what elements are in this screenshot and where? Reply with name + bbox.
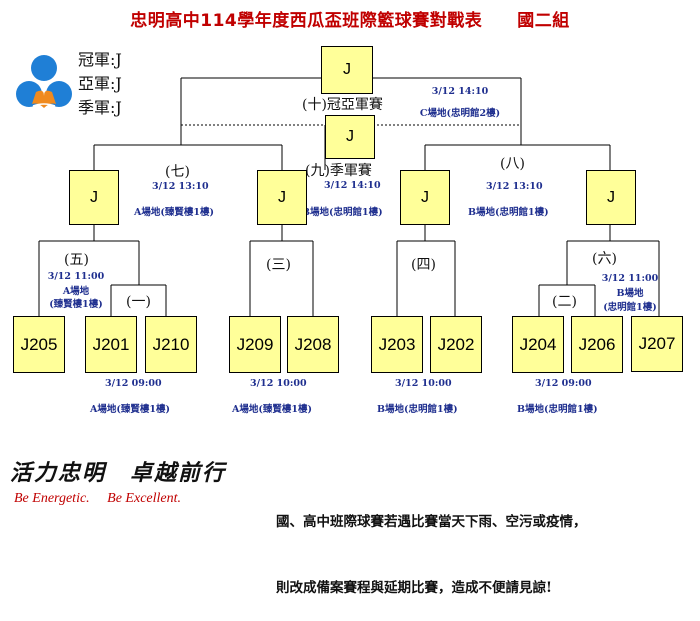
- runner-up-label: 亞軍:J: [78, 74, 122, 93]
- team-box: J208: [287, 316, 339, 373]
- schedule-time-4: 3/12 09:00: [535, 378, 592, 389]
- schedule-time-1: 3/12 09:00: [105, 378, 162, 389]
- semi-label-8: (八): [500, 156, 525, 172]
- champion-label: 冠軍:J: [78, 50, 122, 69]
- winner-box-4: J: [400, 170, 450, 225]
- rain-notice: 國、高中班際球賽若遇比賽當天下雨、空污或疫情， 則改成備案賽程與延期比賽，造成不…: [276, 467, 587, 621]
- final-winner-box: J: [321, 46, 373, 94]
- semi-7-time: 3/12 13:10: [152, 181, 209, 192]
- team-box: J204: [512, 316, 564, 373]
- team-box: J202: [430, 316, 482, 373]
- team-box: J207: [631, 316, 683, 372]
- team-box: J201: [85, 316, 137, 373]
- semi-8-venue: B場地(忠明館1樓): [468, 207, 549, 218]
- school-motto-english: Be Energetic. Be Excellent.: [14, 491, 182, 506]
- round-6-venue-line1: B場地: [616, 288, 644, 299]
- round-5-venue-line1: A場地: [62, 286, 90, 297]
- round-label-6: (六): [592, 251, 617, 267]
- third-place-label-bracket: (九)季軍賽: [305, 163, 372, 179]
- final-label: (十)冠亞軍賽: [302, 97, 383, 113]
- round-label-3: (三): [266, 257, 291, 273]
- schedule-venue-2: A場地(臻賢樓1樓): [232, 404, 312, 415]
- third-place-winner-box: J: [325, 115, 375, 159]
- round-label-5: (五): [64, 252, 89, 268]
- round-label-4: (四): [411, 257, 436, 273]
- schedule-venue-3: B場地(忠明館1樓): [377, 404, 458, 415]
- third-place-venue: B場地(忠明館1樓): [302, 207, 383, 218]
- round-label-2: (二): [552, 291, 577, 311]
- third-place-time: 3/12 14:10: [324, 180, 381, 191]
- round-label-1: (一): [126, 291, 151, 311]
- page-title: 忠明高中114學年度西瓜盃班際籃球賽對戰表 國二組: [130, 11, 570, 31]
- round-6-time: 3/12 11:00: [601, 273, 659, 284]
- schedule-time-3: 3/12 10:00: [395, 378, 452, 389]
- schedule-venue-4: B場地(忠明館1樓): [517, 404, 598, 415]
- school-motto: 活力忠明 卓越前行: [10, 460, 227, 486]
- schedule-venue-1: A場地(臻賢樓1樓): [90, 404, 170, 415]
- team-box: J209: [229, 316, 281, 373]
- winner-box-5: J: [69, 170, 119, 225]
- round-6-venue-line2: (忠明館1樓): [603, 302, 657, 313]
- winner-box-6: J: [586, 170, 636, 225]
- semi-label-7: (七): [165, 164, 190, 180]
- team-box: J205: [13, 316, 65, 373]
- schedule-time-2: 3/12 10:00: [250, 378, 307, 389]
- final-time: 3/12 14:10: [431, 86, 489, 97]
- third-place-label: 季軍:J: [78, 98, 122, 117]
- round-5-time: 3/12 11:00: [47, 271, 105, 282]
- winner-box-3: J: [257, 170, 307, 225]
- semi-8-time: 3/12 13:10: [486, 181, 543, 192]
- round-5-venue-line2: (臻賢樓1樓): [49, 299, 103, 310]
- notice-line-1: 國、高中班際球賽若遇比賽當天下雨、空污或疫情，: [276, 514, 587, 530]
- final-venue: C場地(忠明館2樓): [419, 108, 501, 119]
- team-box: J203: [371, 316, 423, 373]
- notice-line-2: 則改成備案賽程與延期比賽，造成不便請見諒!: [276, 580, 552, 596]
- semi-7-venue: A場地(臻賢樓1樓): [134, 207, 214, 218]
- school-logo-icon: [16, 55, 72, 108]
- team-box: J210: [145, 316, 197, 373]
- team-box: J206: [571, 316, 623, 373]
